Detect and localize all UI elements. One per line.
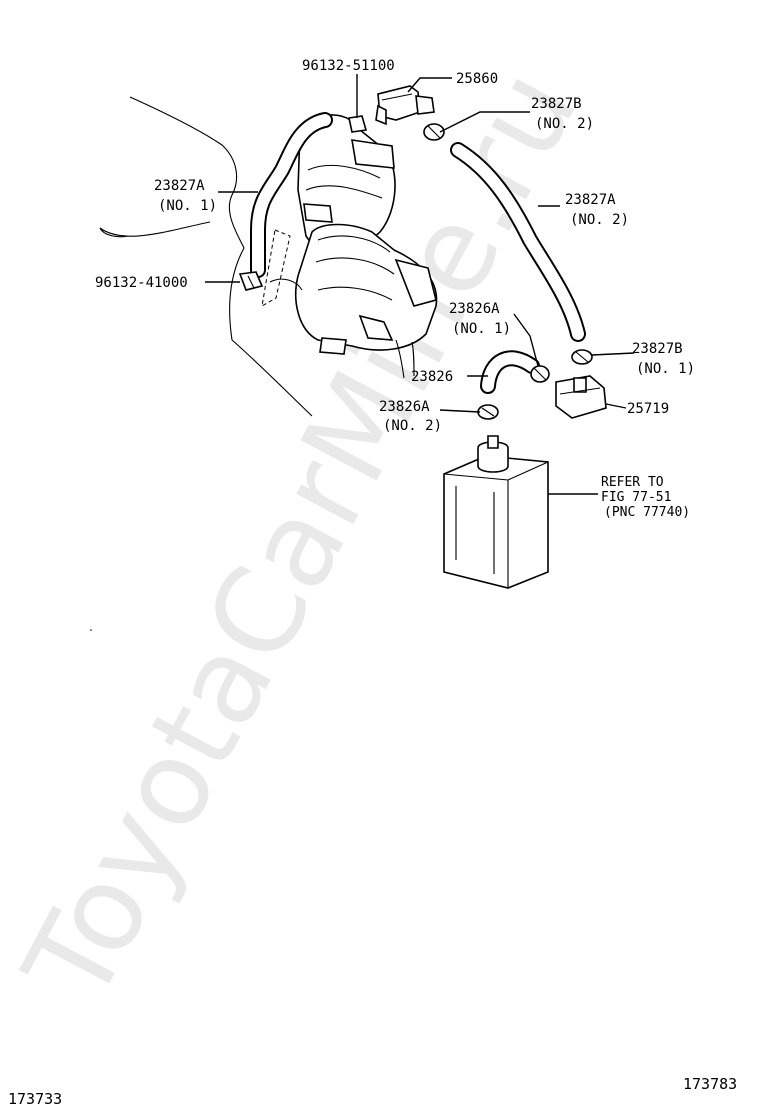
footer-right-code: 173783	[683, 1075, 737, 1093]
vsv-25860	[375, 85, 435, 126]
label-23827a-no2: 23827A	[565, 192, 616, 208]
callout-labels: 96132-51100 25860 23827B (NO. 2) 23827A …	[95, 58, 695, 520]
label-refer-line3: (PNC 77740)	[604, 505, 690, 520]
stray-dot	[90, 629, 92, 631]
label-23827b-no2-sub: (NO. 2)	[535, 116, 594, 132]
label-25719: 25719	[627, 401, 669, 417]
hose-23827a-no1	[250, 112, 333, 278]
label-23826: 23826	[411, 369, 453, 385]
footer-left-code: 173733	[8, 1090, 62, 1108]
label-23827a-no2-sub: (NO. 2)	[570, 212, 629, 228]
charcoal-canister	[443, 435, 549, 589]
label-23826a-no2-sub: (NO. 2)	[383, 418, 442, 434]
hose-23826	[480, 350, 540, 394]
engine-outline	[99, 96, 313, 417]
label-23826a-no2: 23826A	[379, 399, 430, 415]
clamp-23827b-no2	[423, 123, 445, 141]
throttle-body	[261, 114, 438, 379]
label-25860: 25860	[456, 71, 498, 87]
leader-lines	[205, 74, 635, 495]
hose-23827a-no2	[450, 142, 586, 342]
clip-96132-41000	[238, 271, 264, 291]
vsv-25719	[555, 375, 607, 419]
label-23826a-no1-sub: (NO. 1)	[452, 321, 511, 337]
label-23826a-no1: 23826A	[449, 301, 500, 317]
clamp-96132-51100	[348, 115, 368, 133]
label-refer-line1: REFER TO	[601, 475, 664, 490]
label-23827b-no1-sub: (NO. 1)	[636, 361, 695, 377]
label-23827b-no2: 23827B	[531, 96, 582, 112]
label-23827b-no1: 23827B	[632, 341, 683, 357]
clamp-23827b-no1	[571, 349, 593, 365]
label-refer-line2: FIG 77-51	[601, 490, 671, 505]
clamp-23826a-no2	[477, 404, 499, 420]
label-23827a-no1-sub: (NO. 1)	[158, 198, 217, 214]
label-96132-51100: 96132-51100	[302, 58, 395, 74]
label-23827a-no1: 23827A	[154, 178, 205, 194]
label-96132-41000: 96132-41000	[95, 275, 188, 291]
clamp-23826a-no1	[530, 365, 550, 383]
